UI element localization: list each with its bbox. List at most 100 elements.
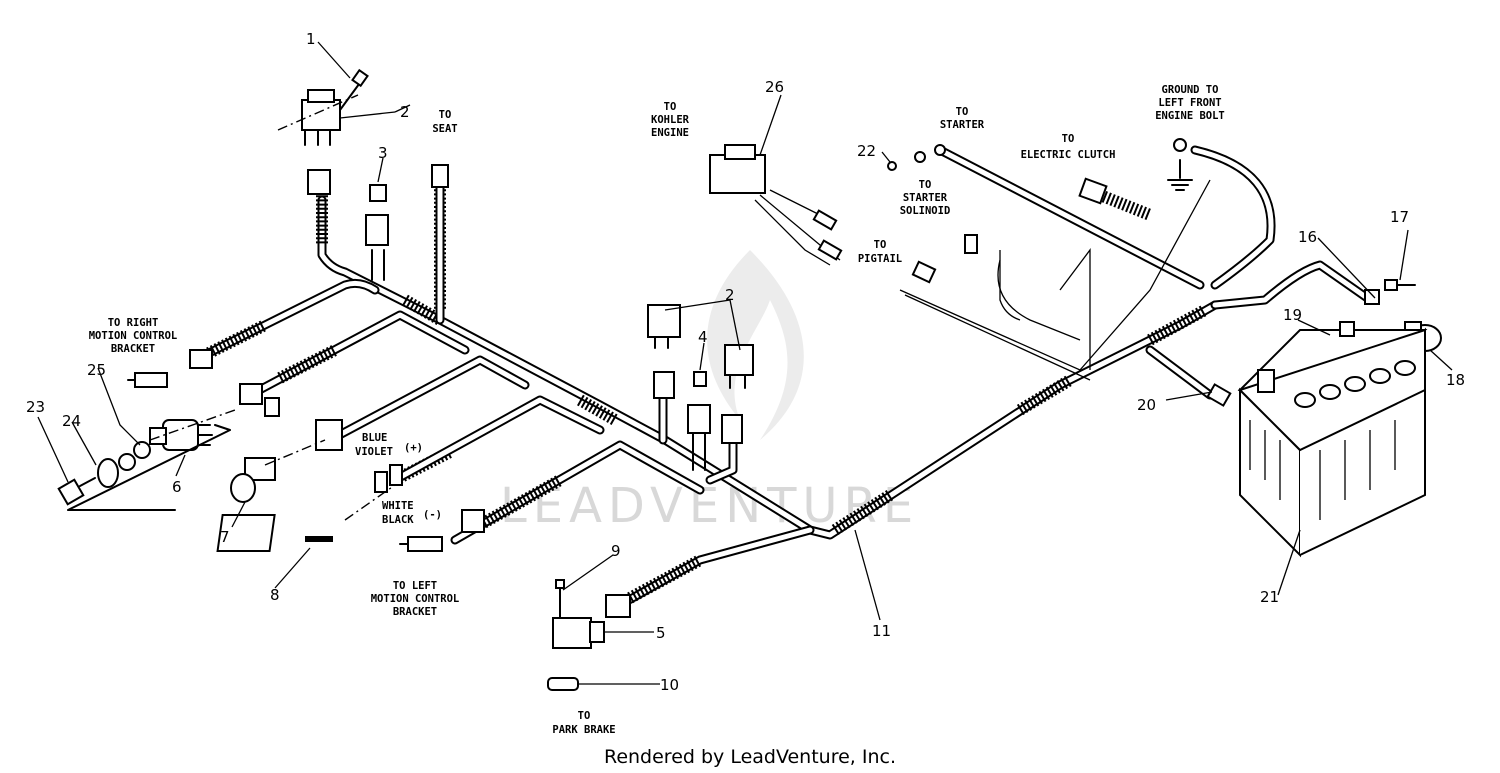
note-to-right-motion: TO RIGHT MOTION CONTROL BRACKET <box>89 317 178 355</box>
svg-text:LEFT FRONT: LEFT FRONT <box>1158 97 1221 109</box>
footer-credit: Rendered by LeadVenture, Inc. <box>604 746 896 768</box>
note-to-starter: TO STARTER <box>940 106 985 131</box>
part-7-hour-meter <box>230 457 276 503</box>
callout-24: 24 <box>62 412 81 430</box>
svg-text:TO: TO <box>874 239 887 251</box>
ground-terminal <box>1167 138 1193 191</box>
part-25-nut <box>118 441 151 471</box>
pigtail-connector <box>911 260 937 284</box>
svg-text:MOTION CONTROL: MOTION CONTROL <box>89 330 178 342</box>
svg-text:STARTER: STARTER <box>903 192 948 204</box>
svg-text:BLUE: BLUE <box>362 432 387 444</box>
part-2-relay-mid-left <box>647 304 681 349</box>
part-21-battery <box>1237 321 1428 558</box>
note-blue-violet: BLUE VIOLET (+) <box>355 432 423 458</box>
part-10-bracket <box>547 677 579 691</box>
callout-23: 23 <box>26 398 45 416</box>
part-22-nut <box>887 161 897 171</box>
callout-1: 1 <box>306 30 316 48</box>
watermark: LEADVENTURE <box>500 250 919 534</box>
note-to-park-brake: TO PARK BRAKE <box>552 710 615 736</box>
svg-text:SOLINOID: SOLINOID <box>900 205 951 217</box>
svg-text:TO LEFT: TO LEFT <box>393 580 437 592</box>
part-26-connector <box>709 144 843 261</box>
svg-text:TO: TO <box>578 710 591 722</box>
note-to-clutch: TO ELECTRIC CLUTCH <box>1021 133 1116 161</box>
svg-text:STARTER: STARTER <box>940 119 985 131</box>
part-8-lamp <box>216 514 333 552</box>
svg-text:ENGINE BOLT: ENGINE BOLT <box>1155 110 1225 122</box>
svg-text:WHITE: WHITE <box>382 500 414 512</box>
callout-2-top: 2 <box>400 103 410 121</box>
callout-21: 21 <box>1260 588 1279 606</box>
callout-26: 26 <box>765 78 784 96</box>
callout-2-mid: 2 <box>725 286 735 304</box>
svg-text:TO RIGHT: TO RIGHT <box>108 317 159 329</box>
callout-18: 18 <box>1446 371 1465 389</box>
callout-20: 20 <box>1137 396 1156 414</box>
svg-text:MOTION CONTROL: MOTION CONTROL <box>371 593 460 605</box>
svg-text:ELECTRIC CLUTCH: ELECTRIC CLUTCH <box>1021 149 1116 161</box>
note-to-pigtail: TO PIGTAIL <box>858 239 902 265</box>
part-4-fuse <box>687 371 711 471</box>
note-to-solenoid: TO STARTER SOLINOID <box>900 179 951 217</box>
part-17-bolt <box>1384 279 1416 291</box>
main-harness <box>190 145 1375 610</box>
connector-2pin <box>239 383 280 417</box>
part-6-bracket-lines <box>67 424 231 511</box>
part-23-key <box>57 477 96 506</box>
assembly-line-meter <box>264 439 326 466</box>
leader-lines <box>37 41 1453 685</box>
assembly-line-relay <box>277 94 359 131</box>
clutch-connector <box>1078 177 1108 205</box>
svg-text:ENGINE: ENGINE <box>651 127 689 139</box>
callout-5: 5 <box>656 624 666 642</box>
assembly-line-ignition <box>149 409 236 441</box>
callout-19: 19 <box>1283 306 1302 324</box>
svg-text:TO: TO <box>1062 133 1075 145</box>
solenoid-connector <box>964 234 978 254</box>
seat-connector <box>431 164 449 188</box>
top-connector <box>307 169 331 195</box>
callout-3: 3 <box>378 144 388 162</box>
left-motion-plug <box>399 509 485 552</box>
callout-22: 22 <box>857 142 876 160</box>
part-2-relay-top <box>301 89 341 146</box>
connector-4pin <box>315 419 343 451</box>
annotations: TO SEAT TO KOHLER ENGINE TO STARTER TO E… <box>89 84 1225 736</box>
callout-9: 9 <box>611 542 621 560</box>
callout-7: 7 <box>220 528 230 546</box>
svg-text:TO: TO <box>919 179 932 191</box>
part-5-switch <box>552 594 631 649</box>
callout-10: 10 <box>660 676 679 694</box>
callout-6: 6 <box>172 478 182 496</box>
svg-text:TO: TO <box>664 101 677 113</box>
note-to-seat: TO SEAT <box>432 109 457 135</box>
part-6-ignition-switch <box>149 419 213 451</box>
watermark-text: LEADVENTURE <box>500 478 919 534</box>
blue-violet-connector <box>374 464 403 493</box>
part-24-bezel <box>97 458 119 488</box>
svg-text:VIOLET: VIOLET <box>355 446 393 458</box>
svg-text:TO: TO <box>439 109 452 121</box>
part-2-relay-mid-right <box>724 344 754 389</box>
part-3-fuse <box>365 184 389 281</box>
callout-11: 11 <box>872 622 891 640</box>
note-to-left-motion: TO LEFT MOTION CONTROL BRACKET <box>371 580 460 618</box>
relay-socket-a <box>653 371 675 399</box>
relay-socket-b <box>721 414 743 444</box>
part-1-screw <box>339 68 369 111</box>
svg-text:PARK BRAKE: PARK BRAKE <box>552 724 615 736</box>
svg-text:TO: TO <box>956 106 969 118</box>
svg-text:BLACK: BLACK <box>382 514 414 526</box>
callout-16: 16 <box>1298 228 1317 246</box>
svg-text:SEAT: SEAT <box>432 123 457 135</box>
note-ground: GROUND TO LEFT FRONT ENGINE BOLT <box>1155 84 1225 122</box>
callout-17: 17 <box>1390 208 1409 226</box>
svg-text:GROUND TO: GROUND TO <box>1162 84 1219 96</box>
callout-4: 4 <box>698 328 708 346</box>
svg-text:PIGTAIL: PIGTAIL <box>858 253 902 265</box>
svg-text:KOHLER: KOHLER <box>651 114 690 126</box>
svg-text:(-): (-) <box>423 509 442 521</box>
